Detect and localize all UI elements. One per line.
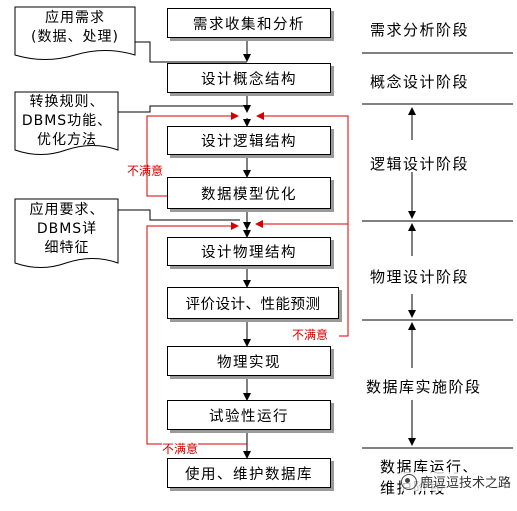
input-line-app-dbms	[118, 209, 240, 221]
input-doc-requirements-line-2: (数据、处理)	[31, 29, 119, 45]
feedback-label-trial-run: 不满意	[162, 440, 199, 457]
input-doc-transform-line-1: 转换规则、	[29, 94, 105, 110]
stage-label-requirements: 需求分析阶段	[370, 21, 470, 39]
input-doc-app-dbms-line-2: DBMS详	[36, 221, 98, 237]
input-line-requirements	[135, 41, 247, 63]
step-logical-design: 设计逻辑结构	[167, 126, 331, 155]
watermark-text: 鹿逗逗技术之路	[419, 476, 511, 491]
doc-shape-requirements	[14, 6, 136, 60]
stage-label-operation-line-1: 数据库运行、	[380, 458, 480, 476]
feedback-label-logical: 不满意	[127, 164, 164, 178]
input-line-transform	[118, 105, 247, 113]
input-doc-app-dbms: 应用要求、 DBMS详 细特征	[16, 201, 118, 258]
input-doc-app-dbms-line-1: 应用要求、	[29, 202, 105, 218]
input-doc-transform-line-3: 优化方法	[37, 132, 97, 148]
feedback-label-evaluation: 不满意	[292, 328, 329, 342]
input-doc-app-dbms-line-3: 细特征	[44, 240, 90, 256]
step-requirements-analysis: 需求收集和分析	[167, 8, 331, 38]
step-trial-run: 试验性运行	[167, 400, 331, 430]
step-data-model-optimization: 数据模型优化	[167, 177, 331, 209]
stage-label-physical: 物理设计阶段	[370, 268, 470, 286]
doc-shape-app-dbms	[14, 198, 119, 268]
feedback-loop-physical	[256, 112, 349, 224]
step-physical-implementation: 物理实现	[167, 346, 331, 376]
input-doc-transform: 转换规则、 DBMS功能、 优化方法	[16, 93, 118, 150]
input-doc-requirements-line-1: 应用需求	[45, 10, 105, 26]
stage-label-implementation: 数据库实施阶段	[366, 376, 482, 397]
stage-label-conceptual: 概念设计阶段	[370, 73, 470, 91]
input-doc-transform-line-2: DBMS功能、	[21, 113, 113, 129]
step-physical-design: 设计物理结构	[167, 237, 331, 266]
step-evaluation-prediction: 评价设计、性能预测	[167, 287, 339, 319]
stage-label-logical: 逻辑设计阶段	[370, 155, 470, 173]
input-doc-requirements: 应用需求 (数据、处理)	[17, 9, 133, 47]
step-conceptual-design: 设计概念结构	[167, 63, 331, 93]
feedback-loop-evaluation	[255, 220, 349, 337]
doc-shape-transform	[14, 91, 119, 155]
step-use-maintain: 使用、维护数据库	[167, 458, 331, 488]
wechat-icon	[400, 473, 417, 490]
watermark: 鹿逗逗技术之路	[400, 472, 511, 491]
